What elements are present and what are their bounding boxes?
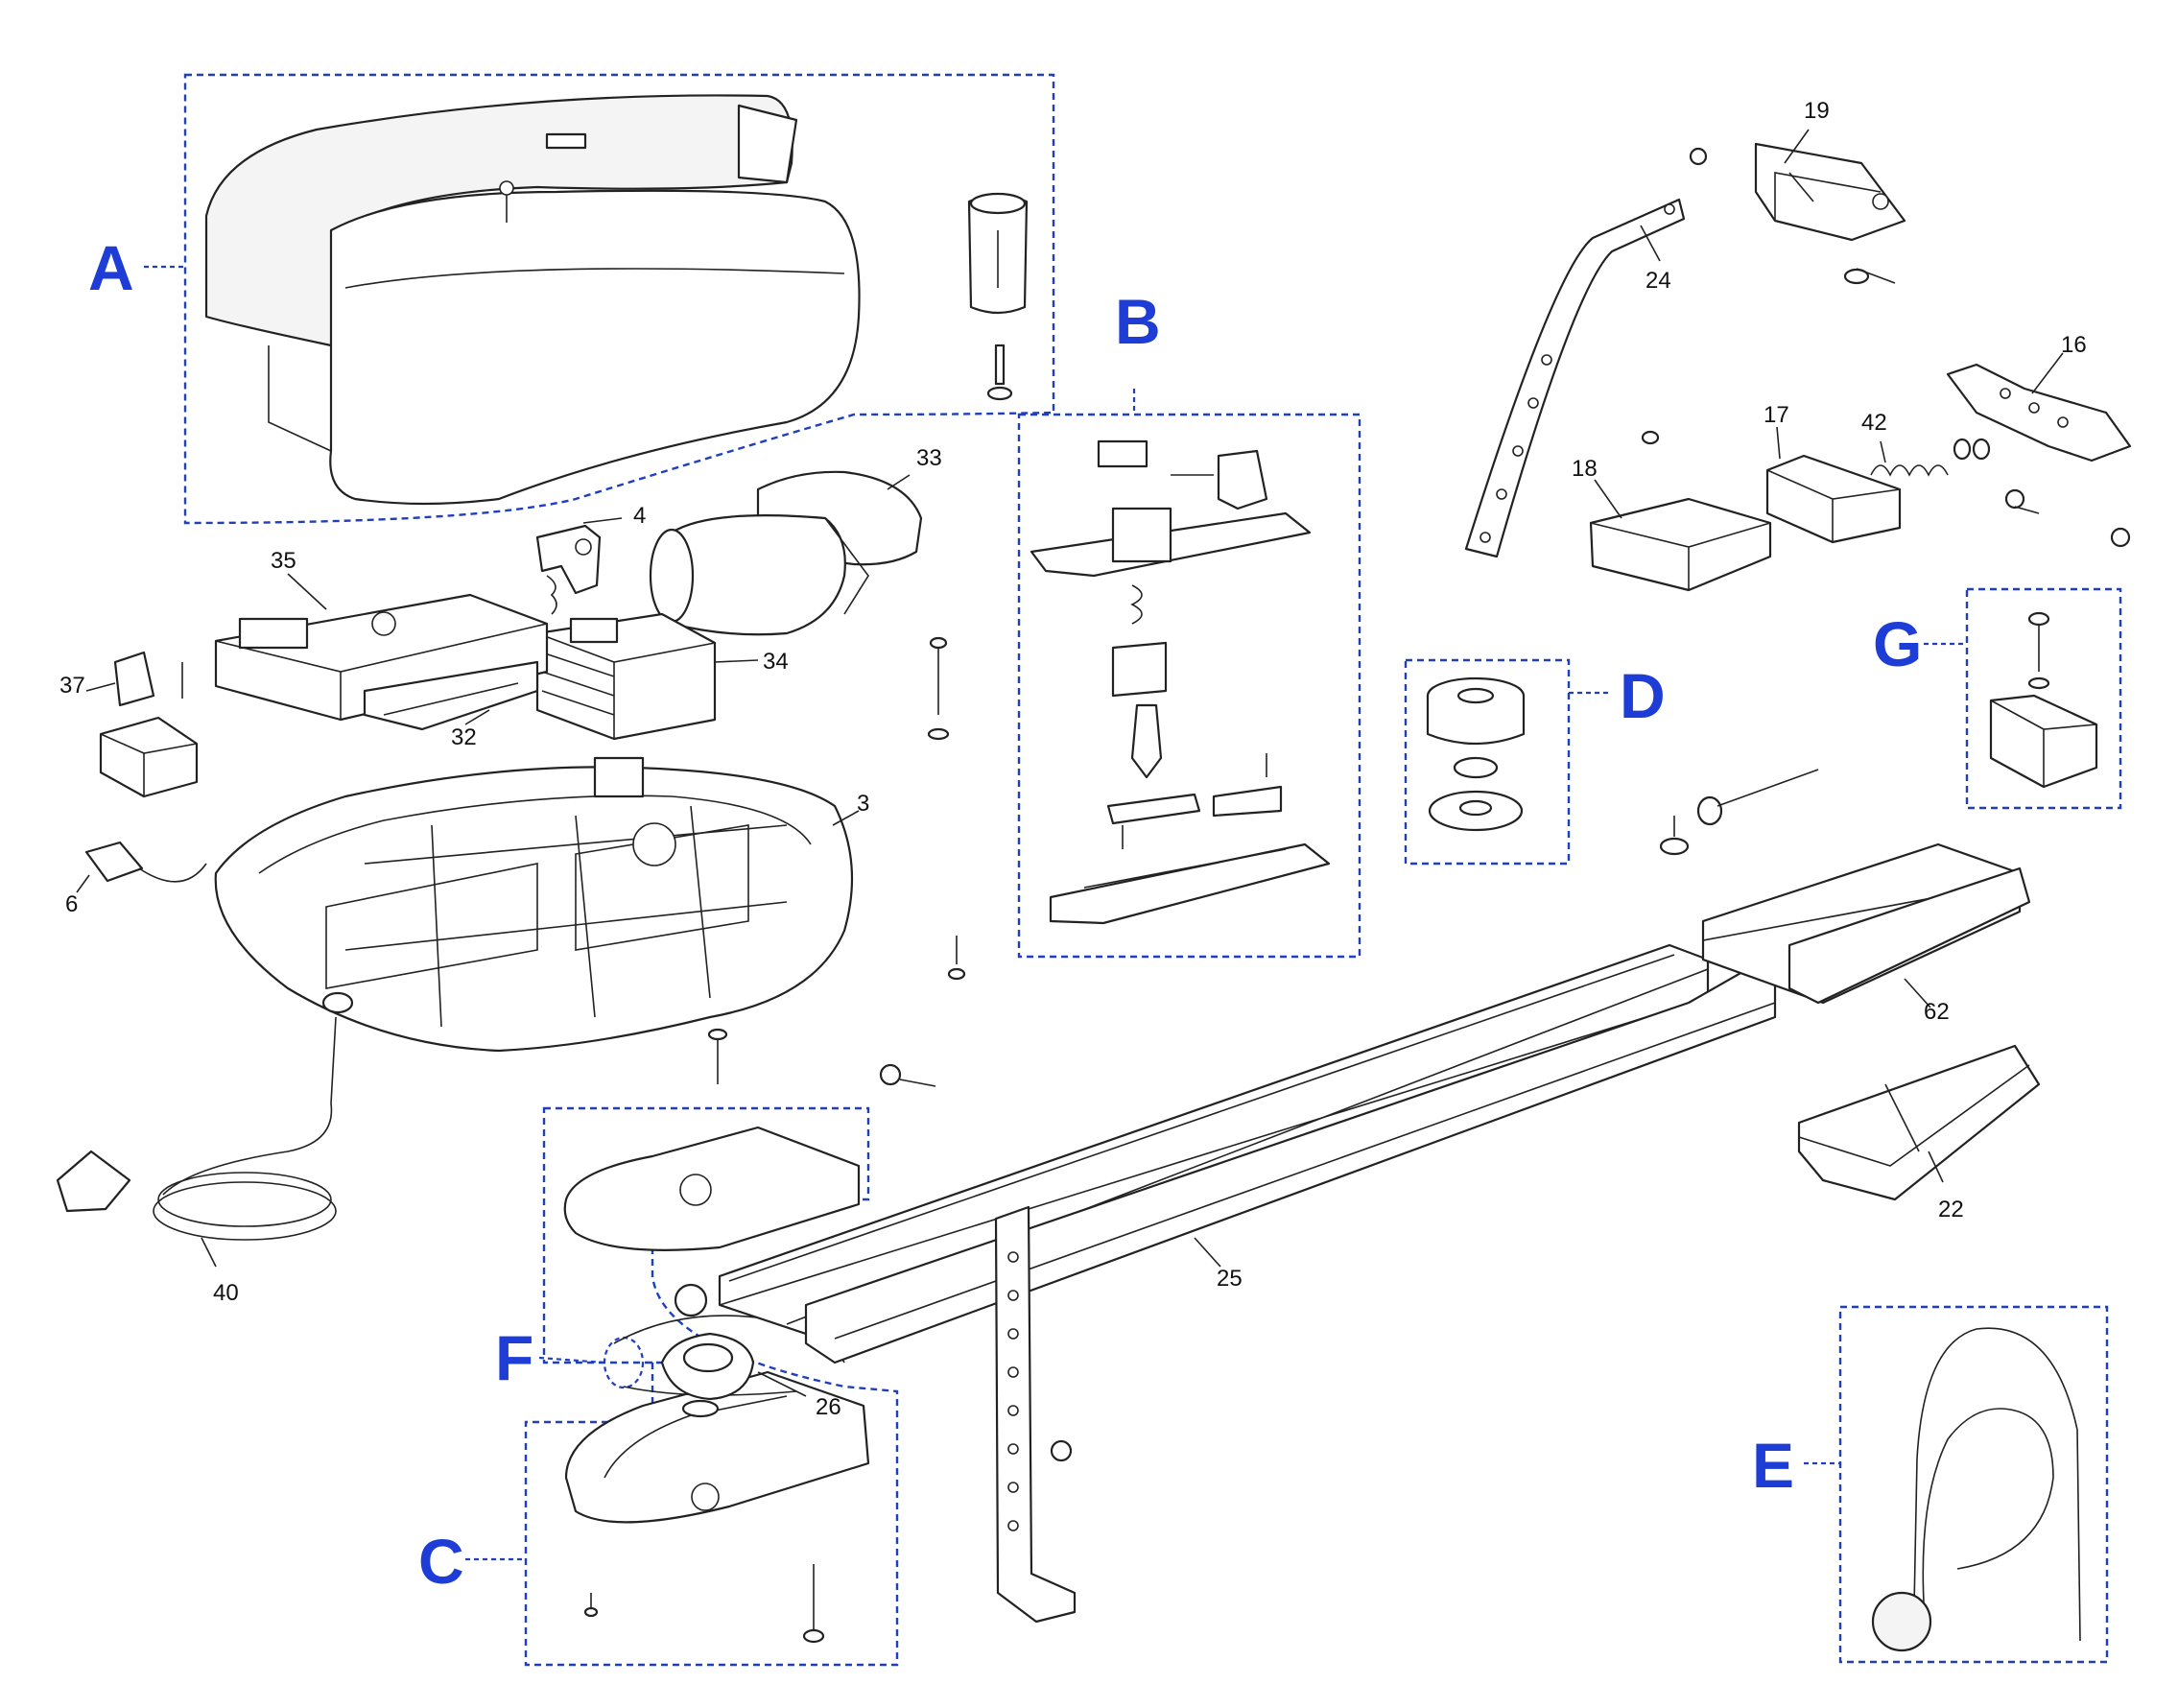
bracket-19	[1754, 142, 1906, 285]
group-letter-b: B	[1115, 286, 1161, 357]
group-f-pulley	[603, 1283, 845, 1418]
base-plate-3	[214, 756, 854, 1053]
group-letter-a: A	[88, 232, 134, 303]
part-number-35: 35	[271, 548, 296, 574]
part-number-3: 3	[857, 791, 869, 817]
group-d-pulley	[1404, 658, 1571, 866]
group-letter-c: C	[418, 1526, 464, 1597]
group-b-carriage	[1017, 413, 1361, 959]
long-bolt	[1659, 769, 1819, 856]
arm-24	[1464, 147, 1708, 558]
group-g-bracket	[1965, 587, 2122, 810]
part-number-32: 32	[451, 724, 477, 750]
group-letter-g: G	[1873, 608, 1922, 679]
part-number-26: 26	[816, 1394, 841, 1420]
part-number-40: 40	[213, 1280, 239, 1306]
part-number-33: 33	[916, 445, 942, 471]
connector-37	[99, 651, 199, 798]
part-number-25: 25	[1217, 1266, 1243, 1292]
part-number-6: 6	[65, 891, 78, 917]
group-letter-e: E	[1752, 1430, 1794, 1501]
power-cord-40	[56, 991, 354, 1241]
bracket-17	[1765, 454, 1902, 544]
part-number-4: 4	[633, 503, 646, 529]
rail-25	[718, 943, 1777, 1364]
part-number-42: 42	[1861, 410, 1887, 436]
part-number-17: 17	[1764, 402, 1789, 428]
part-number-62: 62	[1924, 999, 1950, 1025]
push-button-6	[84, 841, 207, 883]
bracket-16	[1946, 363, 2132, 463]
group-a-cover	[183, 73, 1055, 525]
bracket-22	[1797, 1044, 2041, 1201]
rail-62	[1701, 842, 2031, 1005]
control-board-35	[214, 593, 549, 731]
limit-clip-4	[535, 524, 602, 615]
part-number-18: 18	[1572, 456, 1598, 482]
part-number-24: 24	[1645, 268, 1671, 294]
plate-18	[1589, 497, 1772, 592]
part-number-16: 16	[2061, 332, 2087, 358]
part-number-37: 37	[59, 673, 85, 699]
spring-42	[1641, 430, 2131, 548]
group-letter-d: D	[1620, 660, 1666, 731]
hanger-bar	[994, 1205, 1077, 1624]
group-letter-f: F	[495, 1322, 533, 1393]
part-number-34: 34	[763, 649, 789, 675]
part-number-22: 22	[1938, 1197, 1964, 1222]
part-number-19: 19	[1804, 98, 1830, 124]
transformer-34	[535, 612, 717, 741]
motor-33	[649, 470, 923, 636]
leader-lines	[76, 129, 2064, 1561]
loose-screws	[707, 636, 966, 1087]
group-e-cord	[1838, 1305, 2109, 1664]
group-c-housing	[524, 1106, 899, 1667]
